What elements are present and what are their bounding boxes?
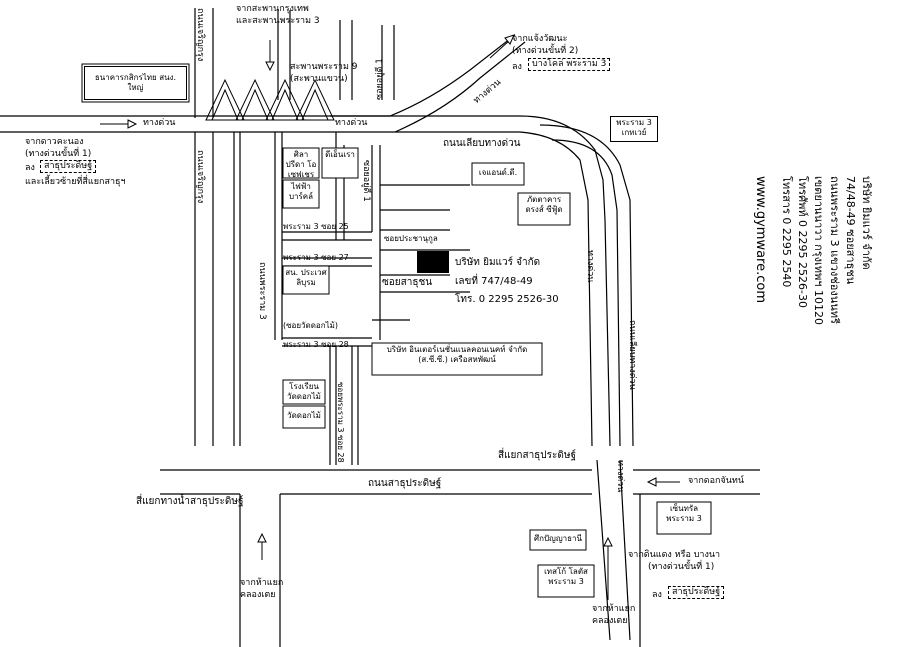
address-line3: ถนนพระราม 3 แขวงช่องนนทรี <box>828 176 841 324</box>
soi-prachanukul-label: ซอยประชานุกูล <box>384 234 438 243</box>
charoen-krung-top-label: ถนนเจริญกรุง <box>195 8 205 62</box>
company-name: บริษัท ยิมแวร์ จำกัด <box>455 257 541 268</box>
temple: วัดดอกไม้ <box>284 407 324 427</box>
exit-sathupradit-left-box: สาธุประดิษฐ์ <box>40 160 97 173</box>
rama3-soi28-label: พระราม 3 ซอย 28 <box>283 340 349 349</box>
exit-left-label: ลง <box>25 163 35 173</box>
expressway-left-label: ทางด่วน <box>143 118 176 128</box>
dhl-office: เจแอนด์.ดี. <box>473 164 523 184</box>
panya-thani: ศึกปัญญาธานี <box>531 531 585 549</box>
address-line5: โทรศัพท์ 0 2295 2526-30 <box>796 176 809 308</box>
charoenrat-road-label: ถนนพระราม 3 <box>257 262 267 320</box>
from-rama3-bridge-label: และสะพานพระราม 3 <box>236 16 320 26</box>
rama3-soi25-label: พระราม 3 ซอย 25 <box>283 222 349 231</box>
khlong-toei-right-label: คลองเตย <box>592 616 628 626</box>
company-marker <box>417 251 449 273</box>
sathupradit-junction-right-label: สี่แยกสาธุประดิษฐ์ <box>498 450 576 461</box>
khlong-toei-left-label: คลองเตย <box>240 590 276 600</box>
central-rama3: เซ็นทรัล พระราม 3 <box>658 503 710 533</box>
frontage-road-label: ถนนเลียบทางด่วน <box>443 138 521 149</box>
sathupradit-road-label: ถนนสาธุประดิษฐ์ <box>368 478 442 489</box>
expressway-lower-label: ทางด่วน <box>615 460 625 493</box>
website[interactable]: www.gymware.com <box>753 176 768 303</box>
soi-watdokmai-label: (ซอยวัดดอกไม้) <box>283 321 338 330</box>
rama3-gateway: พระราม 3 เกทเวย์ <box>610 116 658 142</box>
soi-rama3-29-label: ซอยพระราม 3 ซอย 28 <box>336 382 345 463</box>
expressway-mid-label: ทางด่วน <box>335 118 368 128</box>
rama9-bridge-label: สะพานพระราม 9 <box>290 62 358 72</box>
food-shop: ศิลาปรีดา โอเซฟเชร <box>284 149 318 179</box>
soi-yudi-vertical-label: ซอยอยู่ดี 1 <box>361 160 371 202</box>
kasikorn-bank: ธนาคารกสิกรไทย สนง. ใหญ่ <box>84 66 187 100</box>
exit-sathupradit-right-box: สาธุประดิษฐ์ <box>668 586 725 599</box>
fire-lights: ไฟฟ้า บาร์คล์ <box>284 181 318 207</box>
expressway-level1-right-label: (ทางด่วนขั้นที่ 1) <box>648 562 715 572</box>
expressway-right-label: ทางด่วน <box>585 250 595 283</box>
address-line1: บริษัท ยิมแวร์ จำกัด <box>860 176 873 270</box>
charoen-krung-label: ถนนเจริญกรุง <box>195 150 205 204</box>
address-line6: โทรสาร 0 2295 2540 <box>780 176 793 288</box>
from-dao-khanong-label: จากดาวคะนอง <box>25 137 84 147</box>
rama9-bridge-sub-label: (สะพานแขวน) <box>290 74 348 84</box>
sathupradit-junction-left-label: สี่แยกทางน้ำสาธุประดิษฐ์ <box>136 496 244 507</box>
school: โรงเรียน วัดดอกไม้ <box>284 381 324 403</box>
tesco-lotus: เทสโก้ โลตัส พระราม 3 <box>539 566 593 596</box>
from-hae-right-label: จากห้าแยก <box>592 604 636 614</box>
from-hae-left-label: จากห้าแยก <box>240 578 284 588</box>
expressway-level2-label: (ทางด่วนขั้นที่ 2) <box>512 46 579 56</box>
intl-company: บริษัท อินเตอร์เนชั่นแนลคอนเนคท์ จำกัด (… <box>373 344 541 374</box>
restaurant: ภัตตาคาร ดรงส์ ซีฟู้ด <box>519 194 569 224</box>
exit-top-label: ลง <box>512 62 522 72</box>
fire-station: ดีเอ็นเรา <box>323 149 357 177</box>
from-khlong-chan-label: จากดอกจันทน์ <box>688 476 744 486</box>
frontage-right-label: ถนนเลียบทางด่วน <box>627 320 637 390</box>
exit-right-label: ลง <box>652 590 662 600</box>
police-station: สน. ประเวศลิบุรม <box>284 267 328 293</box>
company-tel: โทร. 0 2295 2526-30 <box>455 294 559 305</box>
address-line4: เขตยานนาวา กรุงเทพฯ 10120 <box>812 176 825 325</box>
turn-left-label: และเลี้ยวซ้ายที่สี่แยกสาธุฯ <box>25 177 126 187</box>
from-chaengwattana-label: จากแจ้งวัฒนะ <box>512 34 568 44</box>
soi-sathu-label: ซอยสาธุชน <box>382 277 433 288</box>
from-krungthep-bridge-label: จากสะพานกรุงเทพ <box>236 4 309 14</box>
address-line2: 74/48-49 ซอยสาธุชน <box>844 176 857 285</box>
soi-yudi-top-label: ซอยอยู่ดี 1 <box>375 58 385 100</box>
expressway-level1-left-label: (ทางด่วนขั้นที่ 1) <box>25 149 92 159</box>
exit-bangkhlo-box: บางโคล่ พระราม 3 <box>528 58 611 71</box>
rama3-soi27-label: พระราม 3 ซอย 27 <box>283 253 349 262</box>
from-bangna-label: จากดินแดง หรือ บางนา <box>628 550 721 560</box>
company-number: เลขที่ 747/48-49 <box>455 276 533 287</box>
